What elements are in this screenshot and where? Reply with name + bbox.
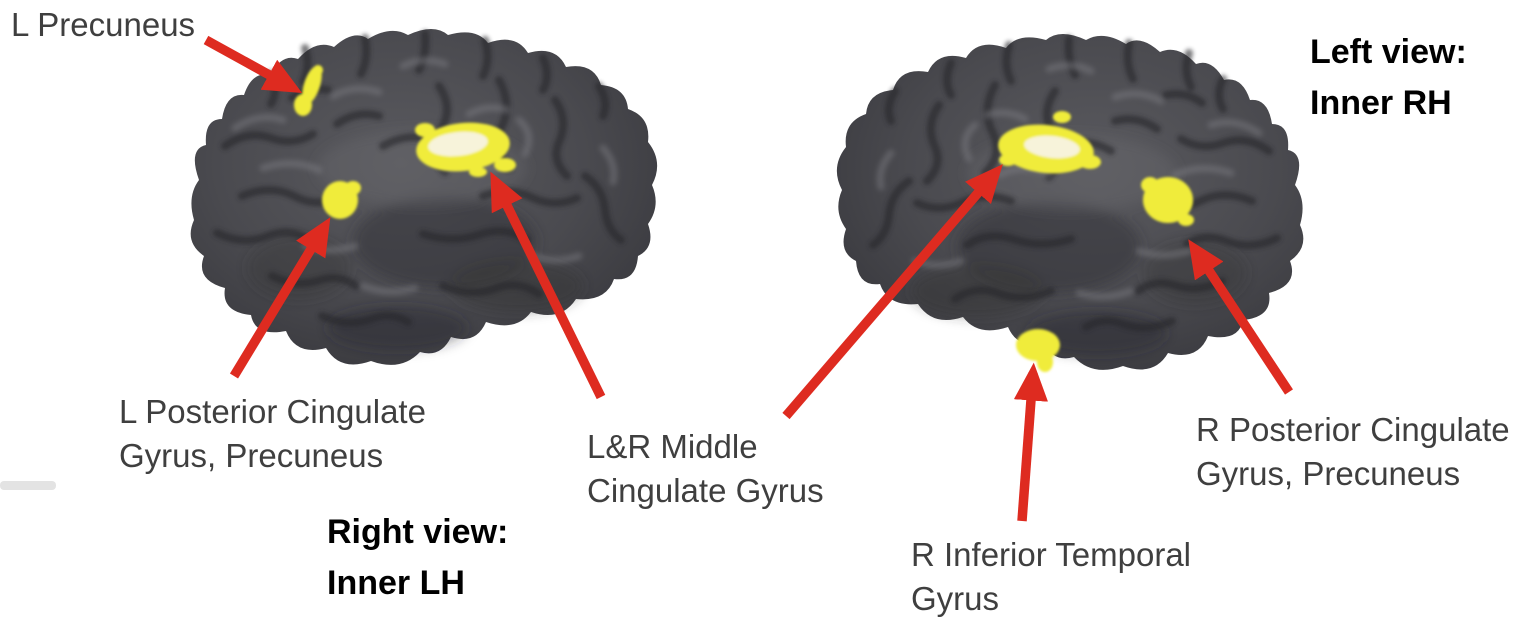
label-r-inferior-temporal: R Inferior Temporal Gyrus <box>911 536 1192 617</box>
highlight-r-inferior-temporal <box>1016 329 1060 372</box>
label-l-posterior-cingulate: L Posterior Cingulate Gyrus, Precuneus <box>119 393 426 474</box>
brain-inner-lh <box>191 29 657 365</box>
caption-right-view-inner-lh: Right view: Inner LH <box>327 513 509 602</box>
highlight-l-posterior-cingulate <box>322 181 361 219</box>
highlight-middle-cingulate-right <box>998 111 1101 174</box>
arrow-middle-cingulate-left <box>490 171 606 400</box>
arrow-middle-cingulate-right <box>782 164 1003 420</box>
label-r-posterior-cingulate: R Posterior Cingulate Gyrus, Precuneus <box>1196 411 1510 492</box>
highlight-l-precuneus <box>294 65 323 116</box>
scan-artifact <box>0 481 56 490</box>
arrow-r-posterior-cingulate <box>1188 239 1293 395</box>
caption-left-view-inner-rh: Left view: Inner RH <box>1310 33 1467 122</box>
arrow-r-inferior-temporal <box>1013 362 1049 522</box>
label-l-precuneus: L Precuneus <box>11 6 196 43</box>
annotation-arrows <box>203 35 1293 522</box>
label-lr-middle-cingulate: L&R Middle Cingulate Gyrus <box>587 428 824 509</box>
highlight-r-posterior-cingulate <box>1141 177 1194 226</box>
arrow-l-precuneus <box>203 35 303 94</box>
arrow-l-posterior-cingulate <box>229 217 331 379</box>
brain-inner-rh <box>837 34 1303 370</box>
highlight-middle-cingulate-left <box>415 122 516 177</box>
